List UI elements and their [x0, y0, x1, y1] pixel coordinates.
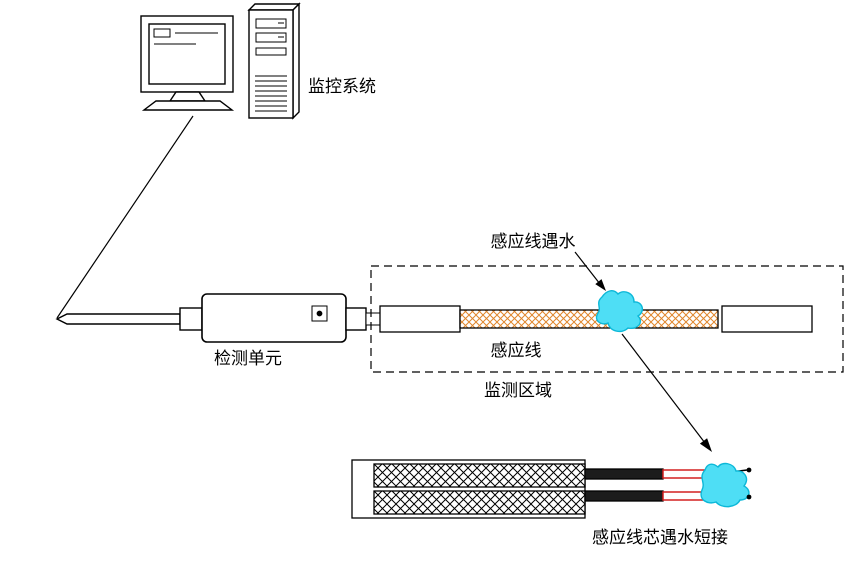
tower-drive-slot: [255, 47, 287, 56]
arrow-to-cross-section: [621, 333, 712, 452]
braid-shield-bottom: [373, 490, 586, 515]
braid-shield-top: [373, 463, 586, 488]
tower-side-face: [292, 2, 300, 120]
arrowhead: [699, 438, 712, 452]
detection-unit-label: 检测单元: [214, 349, 282, 368]
tower-drive-slot: [255, 18, 287, 29]
detection-unit: [55, 293, 381, 343]
tower-vent-grill: [255, 75, 287, 112]
water-drop-on-cable: [595, 290, 644, 333]
core-short-circuit-label: 感应线芯遇水短接: [592, 528, 728, 547]
core-tip-dot-bottom: [746, 494, 752, 500]
indicator-dot: [316, 310, 323, 317]
sensing-cable-run: [379, 305, 813, 333]
cable-sleeve-right: [721, 305, 813, 333]
monitor-stand: [168, 91, 207, 102]
connector-neck: [365, 312, 381, 326]
screen-window: [153, 28, 171, 38]
computer-workstation: [140, 2, 301, 120]
line-meets-water-label: 感应线遇水: [491, 232, 576, 251]
cable-sleeve-left: [379, 305, 461, 333]
computer-connection-line: [56, 115, 194, 319]
insulated-wire-top: [584, 468, 664, 480]
arrow-to-water-drop: [574, 251, 606, 291]
monitoring-area-label: 监测区域: [484, 381, 552, 400]
insulated-wire-bottom: [584, 490, 664, 502]
left-connector: [179, 307, 203, 331]
right-connector: [345, 307, 367, 331]
water-drop-on-core: [700, 462, 750, 508]
core-tip-dot-top: [746, 467, 752, 473]
tower-drive-slot: [255, 32, 287, 43]
sensing-cable: [459, 309, 719, 329]
monitoring-system-label: 监控系统: [308, 77, 376, 96]
lead-wire: [55, 313, 181, 325]
sensing-line-label: 感应线: [491, 341, 542, 360]
tower-top-face: [247, 3, 301, 11]
monitoring-area-box: [370, 265, 844, 373]
cable-cross-section: [351, 459, 748, 519]
monitor-base: [141, 100, 235, 111]
arrowhead: [595, 279, 606, 291]
